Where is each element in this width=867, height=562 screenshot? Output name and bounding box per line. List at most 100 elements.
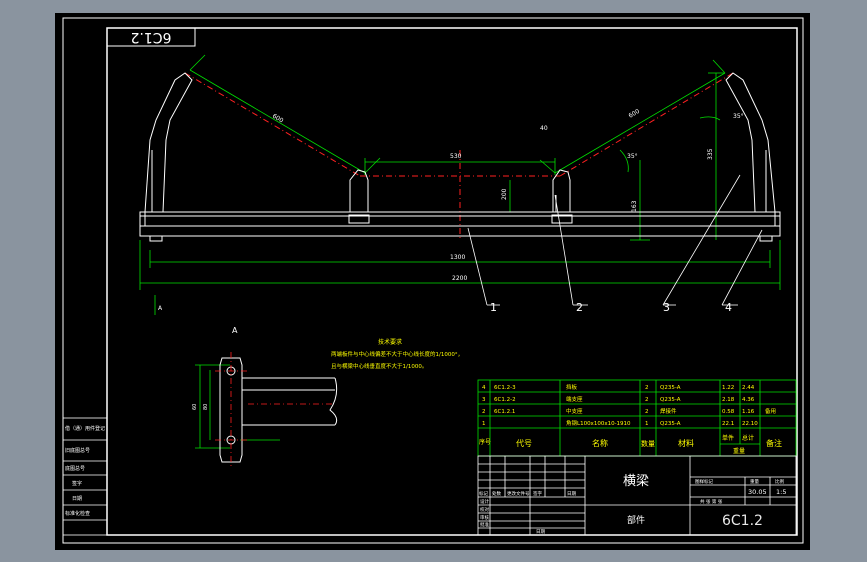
detail-centerlines	[215, 352, 335, 468]
section-marker: A	[158, 305, 163, 312]
bom-cell: 备用	[765, 407, 776, 415]
dim-angle-top: 35°	[733, 113, 744, 120]
detail-label: A	[232, 326, 238, 335]
bom-cell: 1	[645, 421, 649, 427]
callout-leaders	[467, 174, 763, 306]
bom-header-qty: 数量	[641, 439, 655, 448]
rev-label: 签字	[533, 490, 542, 497]
rev-label: 标记	[479, 490, 488, 497]
bom-cell: 3	[482, 397, 486, 403]
bom-cell: 角钢L100x100x10-1910	[566, 419, 631, 427]
bom-cell: 2	[482, 409, 486, 415]
bom-cell: 2	[645, 385, 649, 391]
center-lines	[184, 72, 734, 240]
notes-title: 技术要求	[378, 338, 402, 346]
dim-angle-a: 40	[540, 125, 548, 132]
callout-4: 4	[725, 301, 732, 314]
notes-line-1: 两端板件与中心线偏差不大于中心线长度的1/1000°，	[331, 350, 463, 358]
detail-dim-2: 80	[203, 404, 209, 410]
dim-width-inner: 1300	[450, 254, 465, 261]
sheet-label: 共 张 第 张	[700, 498, 723, 505]
title-block	[477, 455, 797, 536]
bom-cell: 6C1.2.1	[494, 409, 515, 415]
bom-cell: 6C1.2-2	[494, 397, 516, 403]
left-strip-item: 底图总号	[65, 465, 85, 472]
detail-a	[219, 357, 338, 463]
title-block-labels: 标记 处数 更改文件号 签字 日期 设计 校对 审核 批准 日期 图样标记 重量…	[479, 478, 784, 535]
bom-cell: Q235-A	[660, 421, 681, 427]
dim-middle: 530	[450, 153, 462, 160]
bom-cell: 6C1.2-3	[494, 385, 516, 391]
bom-cell: 2	[645, 397, 649, 403]
bom-header-code: 代号	[516, 438, 532, 448]
design-label: 设计	[480, 498, 489, 505]
dim-angle-mid: 35°	[627, 153, 638, 160]
bom-header-note: 备注	[766, 438, 782, 448]
bom-cell: 1	[482, 421, 486, 427]
mirrored-code-box	[106, 27, 196, 47]
bom-header-total: 总计	[742, 434, 754, 442]
bom-cell: 0.58	[722, 409, 735, 415]
dim-height-b: 200	[501, 188, 508, 200]
bom-cell: 中支座	[566, 407, 583, 415]
bom-header-no: 序号	[479, 438, 491, 446]
rev-label: 日期	[567, 491, 576, 497]
date-label: 日期	[536, 529, 545, 535]
mirrored-code-text: 6C1.2	[131, 29, 172, 45]
bom-cell: 挡板	[566, 383, 578, 391]
left-strip-labels: 借（通）用件登记 旧底图总号 底图总号 签字 日期 标准化检查	[65, 425, 105, 517]
bom-header-material: 材料	[678, 438, 694, 448]
part-name: 横梁	[623, 474, 649, 489]
bom-cell: 22.1	[722, 421, 734, 427]
bom-header-weight: 重量	[733, 447, 745, 455]
weight-label: 重量	[750, 478, 759, 485]
bom-cell: 4	[482, 385, 486, 391]
bom-cell: 4.36	[742, 397, 755, 403]
detail-dim: 60	[192, 404, 198, 410]
bom-table	[477, 379, 797, 457]
weight-value: 30.05	[748, 488, 767, 496]
notes-line-2: 且与横梁中心线垂直度不大于1/1000。	[331, 362, 427, 370]
callout-2: 2	[576, 301, 583, 314]
bom-header-name: 名称	[592, 438, 608, 448]
bom-header-unit: 单件	[722, 434, 734, 442]
review-label: 审核	[480, 514, 489, 521]
type-label: 部件	[627, 514, 645, 526]
callout-1: 1	[490, 301, 497, 314]
dim-height-c: 163	[631, 200, 638, 212]
bom-cell: 2.44	[742, 385, 755, 391]
check-label: 校对	[480, 506, 489, 513]
bom-header: 序号 代号 名称 数量 材料 单件 总计 重量 备注	[479, 434, 782, 455]
left-strip-item: 标准化检查	[65, 510, 90, 517]
left-strip-item: 旧底图总号	[65, 447, 90, 454]
bom-cell: Q235-A	[660, 397, 681, 403]
scale-value: 1:5	[776, 488, 786, 496]
bom-cell: 22.10	[742, 421, 758, 427]
bom-cell: 2.18	[722, 397, 735, 403]
beam-outline	[139, 72, 781, 242]
bom-cell: 1.22	[722, 385, 734, 391]
rev-label: 处数	[492, 490, 501, 497]
dim-side-right: 600	[628, 108, 642, 120]
left-strip	[62, 417, 108, 536]
drawing-number: 6C1.2	[722, 513, 763, 529]
dimension-text: 600 600 530 335 200 163 1300 2200 35° 35…	[158, 108, 744, 312]
scale-label: 比例	[775, 478, 784, 485]
approve-label: 批准	[480, 521, 489, 528]
bom-cell: 焊接件	[660, 407, 677, 415]
callout-3: 3	[663, 301, 670, 314]
left-strip-item: 日期	[72, 496, 82, 502]
dim-height-a: 335	[707, 148, 714, 160]
left-strip-item: 签字	[72, 480, 82, 487]
rev-label: 更改文件号	[507, 490, 530, 497]
stage-label: 图样标记	[695, 478, 713, 485]
bom-cell: 端支座	[566, 395, 583, 403]
bom-cell: Q235-A	[660, 385, 681, 391]
dim-side-left: 600	[271, 113, 285, 125]
inner-frame	[106, 27, 798, 536]
bom-rows: 4 6C1.2-3 挡板 2 Q235-A 1.22 2.44 3 6C1.2-…	[482, 383, 776, 427]
outer-frame	[62, 17, 804, 544]
dimension-lines	[139, 54, 781, 449]
left-strip-item: 借（通）用件登记	[65, 425, 105, 432]
